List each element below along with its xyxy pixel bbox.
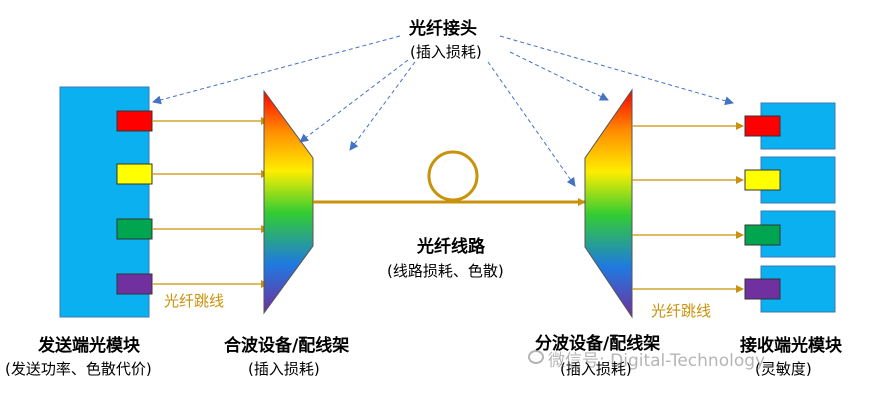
tx-port-purple [116,273,153,295]
mux-subtitle: (插入损耗) [248,360,320,378]
connector-title: 光纤接头 [409,19,477,39]
fiber-line-title: 光纤线路 [417,237,485,257]
jumper-label-right: 光纤跳线 [651,302,712,320]
tx-port-green [116,218,153,240]
rx-port-red [744,115,781,137]
rx-port-green [744,224,781,246]
pointer-arrow-tx [152,35,401,105]
fiber-loop [427,150,479,202]
pointer-arrow-line-left [349,61,416,151]
tx-port-yellow [116,163,153,185]
tx-port-red [116,110,153,132]
pointer-arrow-demux [487,61,576,187]
tx-module-title: 发送端光模块 [38,336,140,356]
jumper-label-left: 光纤跳线 [164,292,225,310]
fiber-line-subtitle: (线路损耗、色散) [387,262,504,280]
watermark: 微信号: Digital-Technology [548,351,766,371]
pointer-arrow-mux [299,59,409,143]
mux-device [263,89,314,315]
connector-subtitle: (插入损耗) [410,43,482,61]
rx-port-yellow [744,169,781,191]
wechat-icon [528,350,544,364]
pointer-arrow-demux-top [509,51,609,101]
rx-module-subtitle: (灵敏度) [755,360,812,378]
demux-subtitle: (插入损耗) [560,360,632,378]
tx-module-subtitle: (发送功率、色散代价) [5,360,152,378]
pointer-arrow-rx [499,35,734,106]
rx-port-purple [744,278,781,300]
demux-device [584,88,633,319]
demux-title: 分波设备/配线架 [535,334,661,354]
rx-module-title: 接收端光模块 [740,336,842,356]
mux-title: 合波设备/配线架 [224,336,350,356]
